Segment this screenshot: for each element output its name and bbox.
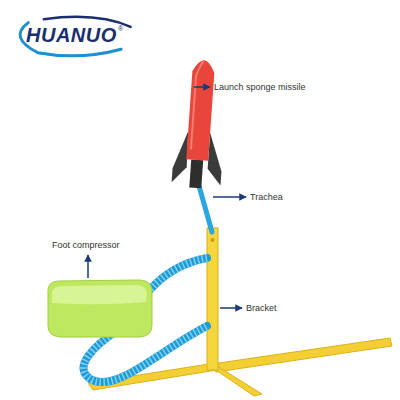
sponge-rocket: [171, 58, 229, 189]
swoosh: [20, 23, 121, 56]
registered-mark: ®: [118, 25, 123, 32]
leader-arrows: [88, 87, 246, 308]
part-label: Bracket: [246, 303, 277, 314]
launch-tube: [199, 186, 212, 232]
part-label: Launch sponge missile: [214, 82, 306, 93]
part-label: Foot compressor: [52, 240, 120, 251]
brand-logo: HUANUO®: [14, 14, 133, 57]
part-label: Trachea: [250, 192, 283, 203]
foot-compressor: [48, 280, 152, 337]
brand-name: HUANUO: [26, 24, 117, 47]
